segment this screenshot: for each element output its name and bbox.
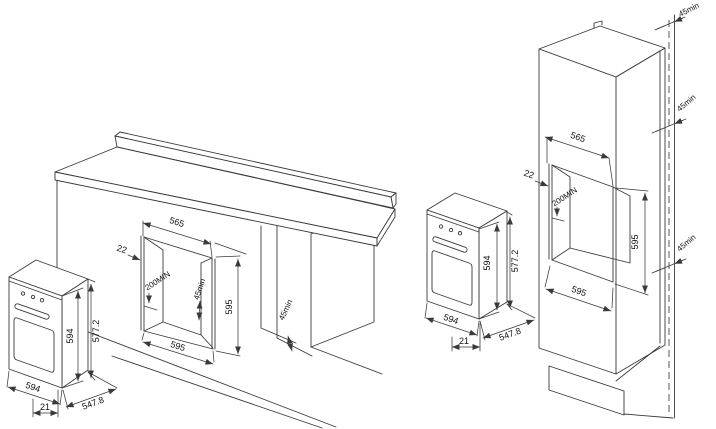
dim-line-niche-top-width bbox=[544, 136, 610, 159]
oven-knob bbox=[39, 298, 45, 303]
dim-upper-rear-clearance: 45min bbox=[675, 93, 697, 114]
dim-line-niche-top-width bbox=[142, 222, 212, 245]
dim-lower-rear-clearance: 45min bbox=[675, 233, 697, 254]
dim-line-oven-width bbox=[7, 386, 61, 405]
dim-door-offset: 21 bbox=[40, 402, 50, 412]
dim-oven-width: 594 bbox=[24, 380, 41, 394]
dim-top-clearance: 45min bbox=[677, 1, 701, 19]
oven-handle bbox=[14, 303, 50, 320]
dim-door-offset: 21 bbox=[459, 336, 469, 346]
cabinet-floor-line bbox=[56, 319, 337, 428]
dim-niche-width: 595 bbox=[169, 339, 186, 353]
dim-panel-thickness: 22 bbox=[523, 168, 536, 181]
cabinet-top-notch bbox=[593, 20, 603, 29]
oven-knob bbox=[438, 224, 444, 229]
dim-line-niche-width bbox=[142, 341, 214, 365]
dim-niche-height: 595 bbox=[224, 299, 234, 314]
cabinet-plinth bbox=[548, 365, 674, 419]
dim-niche-height: 595 bbox=[630, 234, 640, 249]
dim-rear-clearance: 45min bbox=[277, 298, 294, 322]
tall-cabinet bbox=[538, 14, 675, 419]
vent-tick bbox=[143, 305, 158, 311]
counter-cutout-edge bbox=[214, 242, 247, 255]
cabinet-interior-bottom bbox=[615, 345, 661, 382]
dim-line-rear-clearance bbox=[287, 335, 293, 352]
oven-fascia-line bbox=[8, 280, 63, 301]
dim-line-oven-depth bbox=[65, 388, 117, 408]
dim-oven-depth: 547.8 bbox=[81, 395, 106, 412]
dim-niche-width: 595 bbox=[570, 284, 587, 298]
dim-line-oven-width bbox=[425, 317, 478, 336]
leader-panel-thickness bbox=[534, 180, 549, 187]
niche-left-panel-edges bbox=[140, 235, 145, 332]
backsplash-front bbox=[114, 135, 394, 209]
niche-edges bbox=[551, 164, 614, 283]
tall-cabinet-installation-view: 45min 45min 565 22 200MIN 595 595 45min bbox=[424, 1, 701, 419]
dim-oven-body-height: 577.2 bbox=[91, 320, 101, 343]
niche-right-panel-edges bbox=[211, 257, 216, 350]
dim-line-niche-width bbox=[545, 288, 612, 312]
dim-line-cavity-rear bbox=[196, 300, 203, 321]
ext-lines bbox=[424, 302, 480, 337]
worktop bbox=[54, 131, 397, 247]
dim-niche-top-width: 565 bbox=[168, 215, 185, 229]
built-in-oven-left bbox=[8, 259, 89, 389]
vent-tick bbox=[551, 217, 565, 222]
niche-interior-lines bbox=[551, 164, 631, 264]
dim-niche-top-width: 565 bbox=[569, 130, 586, 144]
oven-fascia-line bbox=[426, 213, 480, 233]
cabinet-rear-panel-lines bbox=[260, 221, 313, 357]
cabinet-plinth-line bbox=[111, 355, 323, 429]
ext-lines bbox=[141, 332, 215, 363]
ext-lines bbox=[614, 187, 649, 296]
cabinet-side-face bbox=[615, 47, 666, 375]
dim-arrows-upper-rear bbox=[655, 120, 683, 131]
oven-door-window bbox=[13, 317, 55, 373]
dim-line-oven-depth bbox=[482, 319, 535, 339]
ext-lines bbox=[478, 221, 500, 320]
oven-handle bbox=[432, 236, 468, 253]
dim-arrows-lower-rear bbox=[655, 260, 683, 271]
dim-oven-height: 594 bbox=[482, 255, 492, 270]
niche-opening bbox=[548, 163, 631, 283]
ext-lines bbox=[215, 255, 241, 357]
ext-lines bbox=[6, 370, 63, 406]
cabinet-floor-right bbox=[310, 346, 383, 375]
leader-panel-thickness bbox=[127, 254, 141, 261]
oven-knob bbox=[20, 291, 26, 296]
built-in-oven-right bbox=[426, 192, 508, 320]
dim-cavity-rear-clearance: 45min bbox=[192, 277, 207, 301]
dim-oven-body-height: 577.2 bbox=[510, 250, 520, 273]
cabinet-front-face bbox=[538, 48, 617, 375]
oven-knob bbox=[448, 227, 454, 233]
under-counter-installation-view: 594 577.2 594 547.8 21 565 22 200MIN 45m… bbox=[6, 131, 397, 429]
oven-door-window bbox=[431, 250, 473, 306]
oven-knob bbox=[457, 231, 463, 236]
dim-panel-thickness: 22 bbox=[116, 243, 129, 255]
dim-oven-depth: 547.8 bbox=[498, 326, 523, 343]
worktop-end-face bbox=[376, 208, 396, 247]
dim-oven-height: 594 bbox=[65, 328, 75, 343]
ext-lines bbox=[61, 287, 84, 389]
dim-arrows-top-clearance bbox=[656, 18, 684, 29]
ext-lines bbox=[544, 265, 614, 309]
niche-top-edge bbox=[143, 236, 213, 259]
dim-oven-width: 594 bbox=[442, 312, 459, 326]
oven-knob bbox=[30, 294, 36, 300]
dim-vent-clearance: 200MIN bbox=[143, 269, 172, 292]
